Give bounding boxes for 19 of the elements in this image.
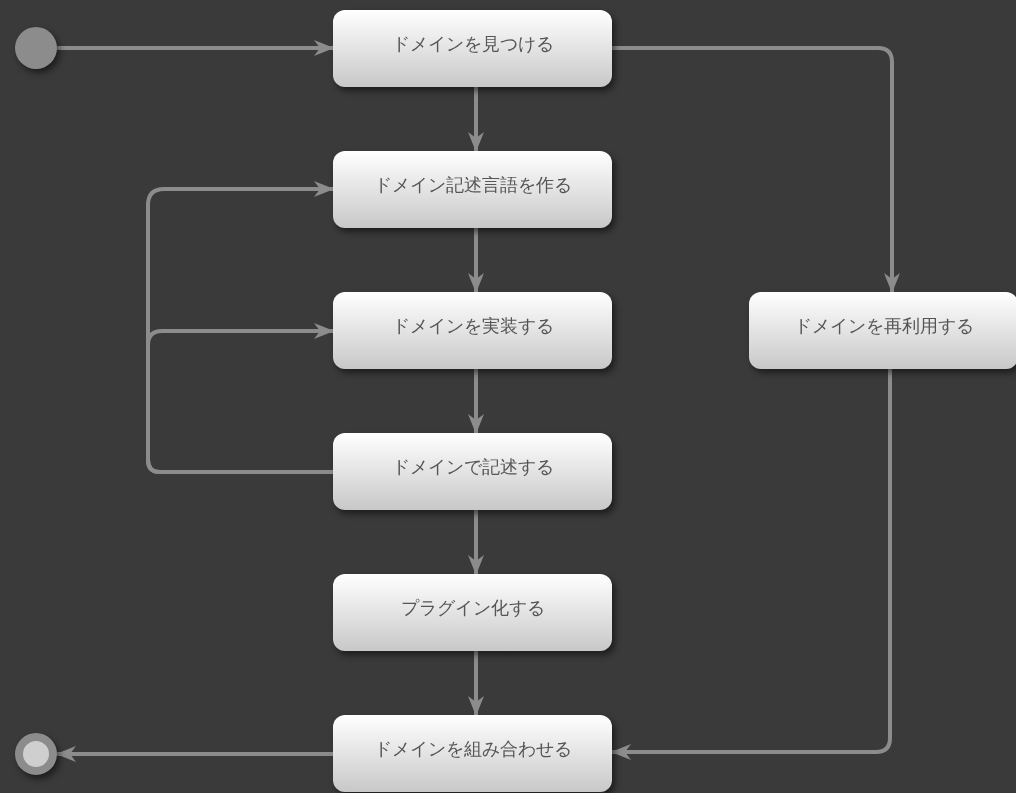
state-box: ドメインを実装する xyxy=(333,292,612,369)
state-box: ドメインを組み合わせる xyxy=(333,715,612,792)
start-state-circle xyxy=(15,27,57,69)
arrow xyxy=(611,369,892,760)
arrow xyxy=(468,87,484,152)
state-box: ドメインで記述する xyxy=(333,433,612,510)
state-box: ドメインを見つける xyxy=(333,10,612,87)
end-state-circle xyxy=(15,733,57,775)
arrow xyxy=(57,40,334,56)
arrow xyxy=(468,369,484,434)
arrow xyxy=(468,228,484,293)
arrow xyxy=(146,323,334,474)
arrow xyxy=(56,746,333,762)
state-box: プラグイン化する xyxy=(333,574,612,651)
arrow xyxy=(468,510,484,575)
arrow xyxy=(468,651,484,716)
arrow xyxy=(612,46,900,293)
state-box: ドメインを再利用する xyxy=(749,292,1016,369)
state-box: ドメイン記述言語を作る xyxy=(333,151,612,228)
